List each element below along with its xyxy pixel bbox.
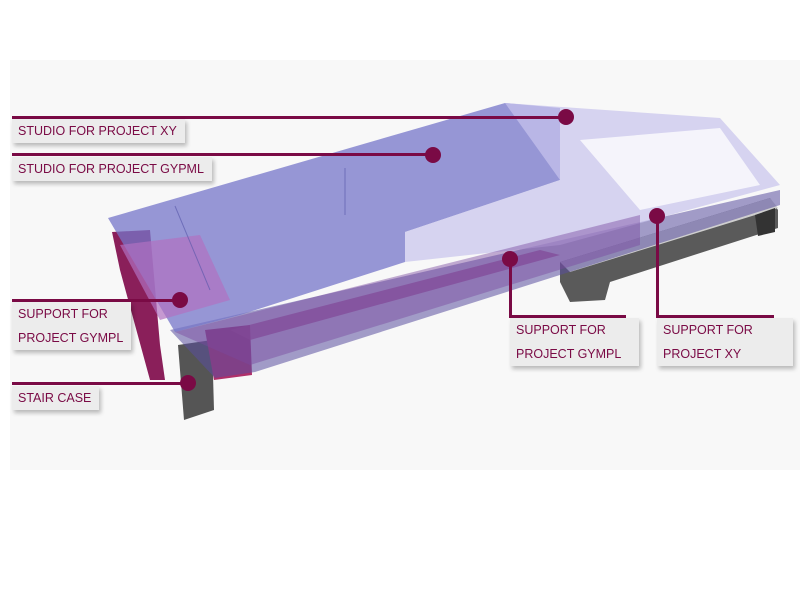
label-text: SUPPORT FOR bbox=[18, 307, 108, 321]
label-text: STAIR CASE bbox=[18, 391, 92, 405]
label-text: STUDIO FOR PROJECT GYPML bbox=[18, 162, 204, 176]
label-support-xy: SUPPORT FOR PROJECT XY bbox=[657, 318, 793, 366]
callout-line-support-gympl-left bbox=[12, 299, 180, 302]
label-stair-case: STAIR CASE bbox=[12, 386, 100, 410]
label-text: STUDIO FOR PROJECT XY bbox=[18, 124, 177, 138]
callout-line-support-xy-h bbox=[656, 315, 774, 318]
label-studio-xy: STUDIO FOR PROJECT XY bbox=[12, 119, 185, 143]
label-support-gympl-right: SUPPORT FOR PROJECT GYMPL bbox=[510, 318, 640, 366]
studio-gypml-top bbox=[108, 103, 560, 332]
callout-dot-studio-gypml bbox=[425, 147, 441, 163]
callout-dot-studio-xy bbox=[558, 109, 574, 125]
callout-line-support-gympl-right-h bbox=[509, 315, 626, 318]
callout-line-support-gympl-right-v bbox=[509, 259, 512, 317]
label-studio-gypml: STUDIO FOR PROJECT GYPML bbox=[12, 157, 212, 181]
studio-xy-highlight bbox=[580, 128, 760, 210]
support-gympl-left-pad bbox=[120, 235, 230, 320]
label-text: PROJECT GYMPL bbox=[516, 347, 622, 361]
support-xy-leg bbox=[755, 208, 775, 236]
callout-dot-stair-case bbox=[180, 375, 196, 391]
studio-front-face bbox=[170, 190, 780, 378]
callout-line-studio-gypml bbox=[12, 153, 433, 156]
label-text: SUPPORT FOR bbox=[663, 323, 753, 337]
label-support-gympl-left: SUPPORT FOR PROJECT GYMPL bbox=[12, 302, 132, 350]
studio-front-lower bbox=[175, 215, 640, 365]
callout-line-studio-xy bbox=[12, 116, 566, 119]
label-text: PROJECT GYMPL bbox=[18, 331, 124, 345]
callout-line-stair-case bbox=[12, 382, 188, 385]
label-text: SUPPORT FOR bbox=[516, 323, 606, 337]
callout-dot-support-gympl-left bbox=[172, 292, 188, 308]
label-text: PROJECT XY bbox=[663, 347, 742, 361]
callout-line-support-xy-v bbox=[656, 216, 659, 317]
